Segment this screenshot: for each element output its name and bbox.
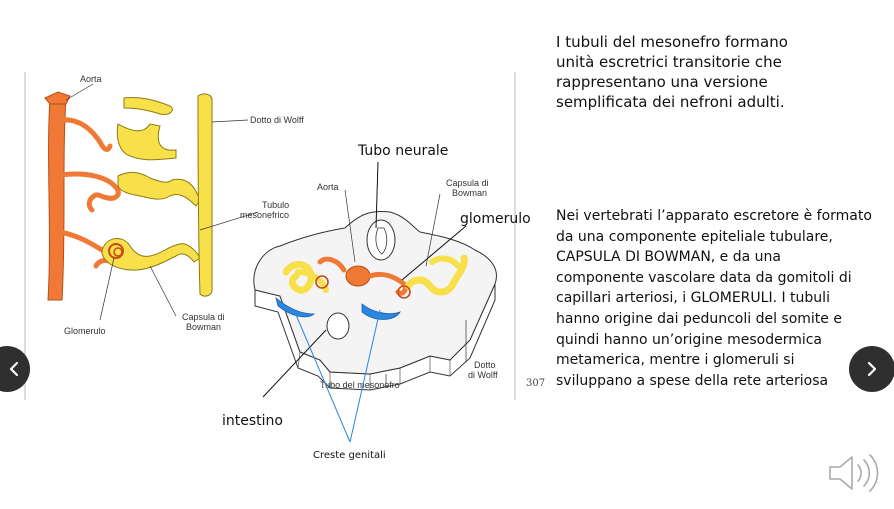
right-label-aorta: Aorta — [317, 182, 339, 192]
genital-crest-right — [361, 303, 401, 320]
aorta-trunk — [47, 97, 67, 301]
annotation-creste-genitali: Creste genitali — [313, 450, 386, 461]
speaker-icon[interactable] — [826, 449, 884, 497]
annotation-tubo-neurale: Tubo neurale — [357, 143, 448, 159]
left-label-aorta: Aorta — [80, 74, 102, 84]
intro-text: I tubuli del mesonefro formano unità esc… — [556, 33, 788, 111]
left-diagram: Aorta Dotto di Wolff Tubulo mesonefrico … — [44, 74, 304, 336]
chevron-left-icon — [8, 361, 20, 377]
body-text: Nei vertebrati l’apparato escretore è fo… — [556, 208, 872, 389]
left-label-mesonefrico: mesonefrico — [240, 210, 289, 220]
left-label-bowman: Bowman — [186, 322, 221, 332]
left-label-capsula: Capsula di — [182, 312, 225, 322]
annotation-glomerulo: glomerulo — [460, 211, 531, 227]
right-label-bowman: Bowman — [452, 188, 487, 198]
next-slide-button[interactable] — [849, 346, 894, 392]
right-label-di-wolff: di Wolff — [468, 370, 498, 380]
slide-annotations: Tubo neurale glomerulo intestino Creste … — [222, 143, 531, 461]
chevron-right-icon — [866, 361, 878, 377]
right-label-capsula: Capsula di — [446, 178, 489, 188]
right-label-dotto: Dotto — [474, 360, 496, 370]
left-label-glomerulo: Glomerulo — [64, 326, 106, 336]
left-label-tubulo: Tubulo — [262, 200, 289, 210]
wolff-duct-left — [197, 93, 213, 297]
left-label-dotto-wolff: Dotto di Wolff — [250, 115, 304, 125]
annotation-intestino: intestino — [222, 413, 283, 429]
page-number: 307 — [526, 378, 545, 389]
cross-section-diagram: Aorta Capsula di Bowman Dotto di Wolff T… — [253, 178, 545, 391]
right-label-tubo-mesonefro: Tubo del mesonefro — [320, 380, 400, 390]
